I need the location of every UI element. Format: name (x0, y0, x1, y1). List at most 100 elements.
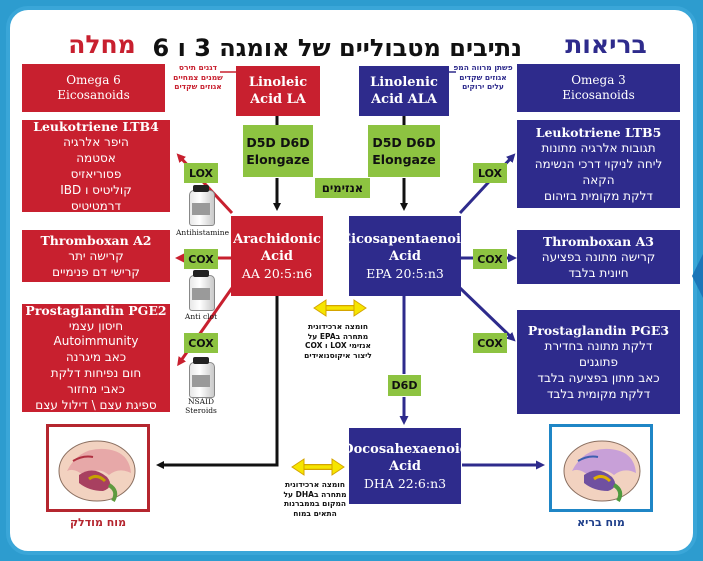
page-title: נתיבים מטבוליים של אומגה 3 ו 6 (152, 34, 522, 62)
pge3-item: דלקת מתונה בחדירת (544, 338, 653, 353)
linolenic-acid-box: Linolenic Acid ALA (359, 66, 449, 116)
healthy-brain-frame (549, 424, 653, 512)
pge2-box: Prostaglandin PGE2 חיסון עצמי Autoimmuni… (22, 303, 170, 412)
brain-icon (563, 440, 641, 503)
ltb5-item: ליחה לניקוי דרכי הנשימה (534, 156, 663, 171)
note-line: חומצה ארכידונית (285, 480, 345, 489)
ala-source-line: עלים ירוקים (462, 82, 504, 91)
d5d-d6d-enzyme-box-left: D5D D6D Elongaze (243, 125, 313, 177)
enzyme-line2: Elongaze (372, 152, 436, 167)
dha-competition-note: חומצה ארכידונית מתחרה בDHA על המקום בממב… (276, 480, 354, 518)
cox-left-box-2: COX (184, 333, 218, 353)
pge3-item: פתוגנים (578, 354, 619, 369)
omega6-line1: Omega 6 (66, 73, 121, 87)
dha-box: Docosahexaenoic Acid DHA 22:6:n3 (342, 428, 468, 504)
dha-line2: Acid (388, 458, 422, 474)
la-source-line: אגוזים שקדים (174, 82, 222, 91)
note-line: אנזימי LOX ו COX (305, 341, 371, 350)
brain-icon (58, 440, 136, 503)
pill-bottle-icon (189, 270, 215, 311)
omega3-box: Omega 3 Eicosanoids (517, 64, 680, 112)
omega6-box: Omega 6 Eicosanoids (22, 64, 165, 112)
ltb4-box: Leukotriene LTB4 היפר אלרגיה אסטמה פסורי… (22, 119, 170, 213)
pge2-item: חיסון עצמי (68, 319, 124, 333)
dha-line3: DHA 22:6:n3 (363, 475, 447, 491)
txa2-box: Thromboxan A2 קרישה יתר קרישי דם פנימיים (22, 230, 170, 282)
inflamed-brain-frame (46, 424, 150, 512)
pge2-item: ספיגת עצם \ דילול עצם (35, 398, 157, 412)
nsaid-line2: Steroids (185, 406, 217, 415)
linoleic-line2: Acid LA (250, 92, 306, 107)
txa3-item: חיונית בלבד (568, 265, 629, 280)
omega3-line1: Omega 3 (571, 73, 626, 87)
aa-to-brain-arrow (156, 296, 279, 469)
note-line: מתחרה בDHA על (283, 489, 347, 499)
ltb5-title: Leukotriene LTB5 (535, 124, 662, 140)
d5d-d6d-enzyme-box-right: D5D D6D Elongaze (368, 125, 440, 177)
note-line: התאים במוח (293, 508, 337, 518)
cox-left-box-1: COX (184, 249, 218, 269)
pge2-title: Prostaglandin PGE2 (25, 303, 167, 318)
ltb4-item: דרמטיטיס (70, 198, 122, 213)
la-source-line: דגנים תירס (178, 63, 218, 72)
aa-line3: AA 20:5:n6 (241, 265, 313, 281)
pge3-item: כאב מתון בפציעה בלבד (537, 370, 660, 385)
txa3-item: קרישה מתונה בפציעה (541, 249, 656, 264)
omega6-line2: Eicosanoids (57, 88, 130, 102)
nsaid-label: NSAID Steroids (176, 397, 226, 415)
note-line: המקום בממברנות (283, 499, 347, 508)
la-sources-note: דגנים תירס שמנים צמחיים אגוזים שקדים (170, 63, 226, 92)
enzyme-line2: Elongaze (246, 152, 310, 167)
note-line: ליצור איקוסנואידים (304, 350, 372, 360)
note-line: חומצה ארכידונית (308, 322, 368, 331)
lox-left-box: LOX (184, 163, 218, 183)
txa3-title: Thromboxan A3 (542, 233, 654, 249)
epa-box: Eicosapentaenoic Acid EPA 20:5:n3 (341, 216, 469, 296)
ltb5-item: דלקת מקומית בזיהום (544, 188, 653, 203)
pge3-box: Prostaglandin PGE3 דלקת מתונה בחדירת פתו… (517, 310, 680, 414)
chevron-left-icon (692, 252, 703, 300)
pge3-item: דלקת מקומית בלבד (546, 386, 651, 401)
ltb5-item: תגובות אלרגיה מתונות (541, 140, 656, 155)
linoleic-acid-box: Linoleic Acid LA (236, 66, 320, 116)
anticlot-label: Anti clot (184, 312, 218, 321)
enzymes-label: אנזימים (315, 178, 370, 198)
healthy-brain-label: מוח בריא (577, 516, 625, 529)
aa-epa-competition-arrow (313, 299, 367, 317)
epa-line3: EPA 20:5:n3 (366, 265, 444, 281)
health-title: בריאות (565, 30, 647, 59)
epa-competition-note: חומצה ארכידונית מתחרה בEPA על אנזימי LOX… (290, 322, 386, 360)
cox-right-box-2: COX (473, 333, 507, 353)
enzyme-line1: D5D D6D (372, 135, 436, 150)
ltb5-item: הקאה (582, 172, 615, 187)
epa-line1: Eicosapentaenoic (341, 231, 469, 247)
linolenic-line1: Linolenic (370, 75, 438, 90)
aa-dha-competition-arrow (291, 458, 345, 476)
ltb4-item: פסוריאזיס (70, 166, 122, 181)
linoleic-line1: Linoleic (248, 75, 308, 90)
aa-line1: Arachidonic (233, 231, 321, 247)
epa-line2: Acid (388, 248, 422, 264)
pge2-item: Autoimmunity (53, 334, 139, 348)
pill-bottle-icon (189, 185, 215, 226)
inflamed-brain-label: מוח מודלק (69, 516, 127, 529)
pge2-item: כאבי מחזור (67, 382, 125, 396)
omega3-line2: Eicosanoids (562, 88, 635, 102)
note-line: מתחרה בEPA על (307, 331, 369, 341)
arachidonic-acid-box: Arachidonic Acid AA 20:5:n6 (231, 216, 323, 296)
la-source-line: שמנים צמחיים (173, 72, 223, 82)
ltb4-item: אסטמה (76, 150, 116, 165)
linolenic-line2: Acid ALA (371, 92, 437, 107)
lox-right-box: LOX (473, 163, 507, 183)
antihistamine-label: Antihistamine (176, 228, 230, 237)
nsaid-line1: NSAID (187, 397, 215, 406)
txa3-box: Thromboxan A3 קרישה מתונה בפציעה חיונית … (517, 230, 680, 284)
d6d-enzyme-box: D6D (388, 375, 421, 396)
txa2-item: קרישי דם פנימיים (52, 264, 140, 279)
ltb4-item: היפר אלרגיה (63, 134, 129, 149)
ala-source-line: אגוזים שקדים (459, 72, 507, 82)
pge3-title: Prostaglandin PGE3 (527, 322, 670, 338)
txa2-title: Thromboxan A2 (40, 232, 152, 248)
pill-bottle-icon (189, 357, 215, 398)
